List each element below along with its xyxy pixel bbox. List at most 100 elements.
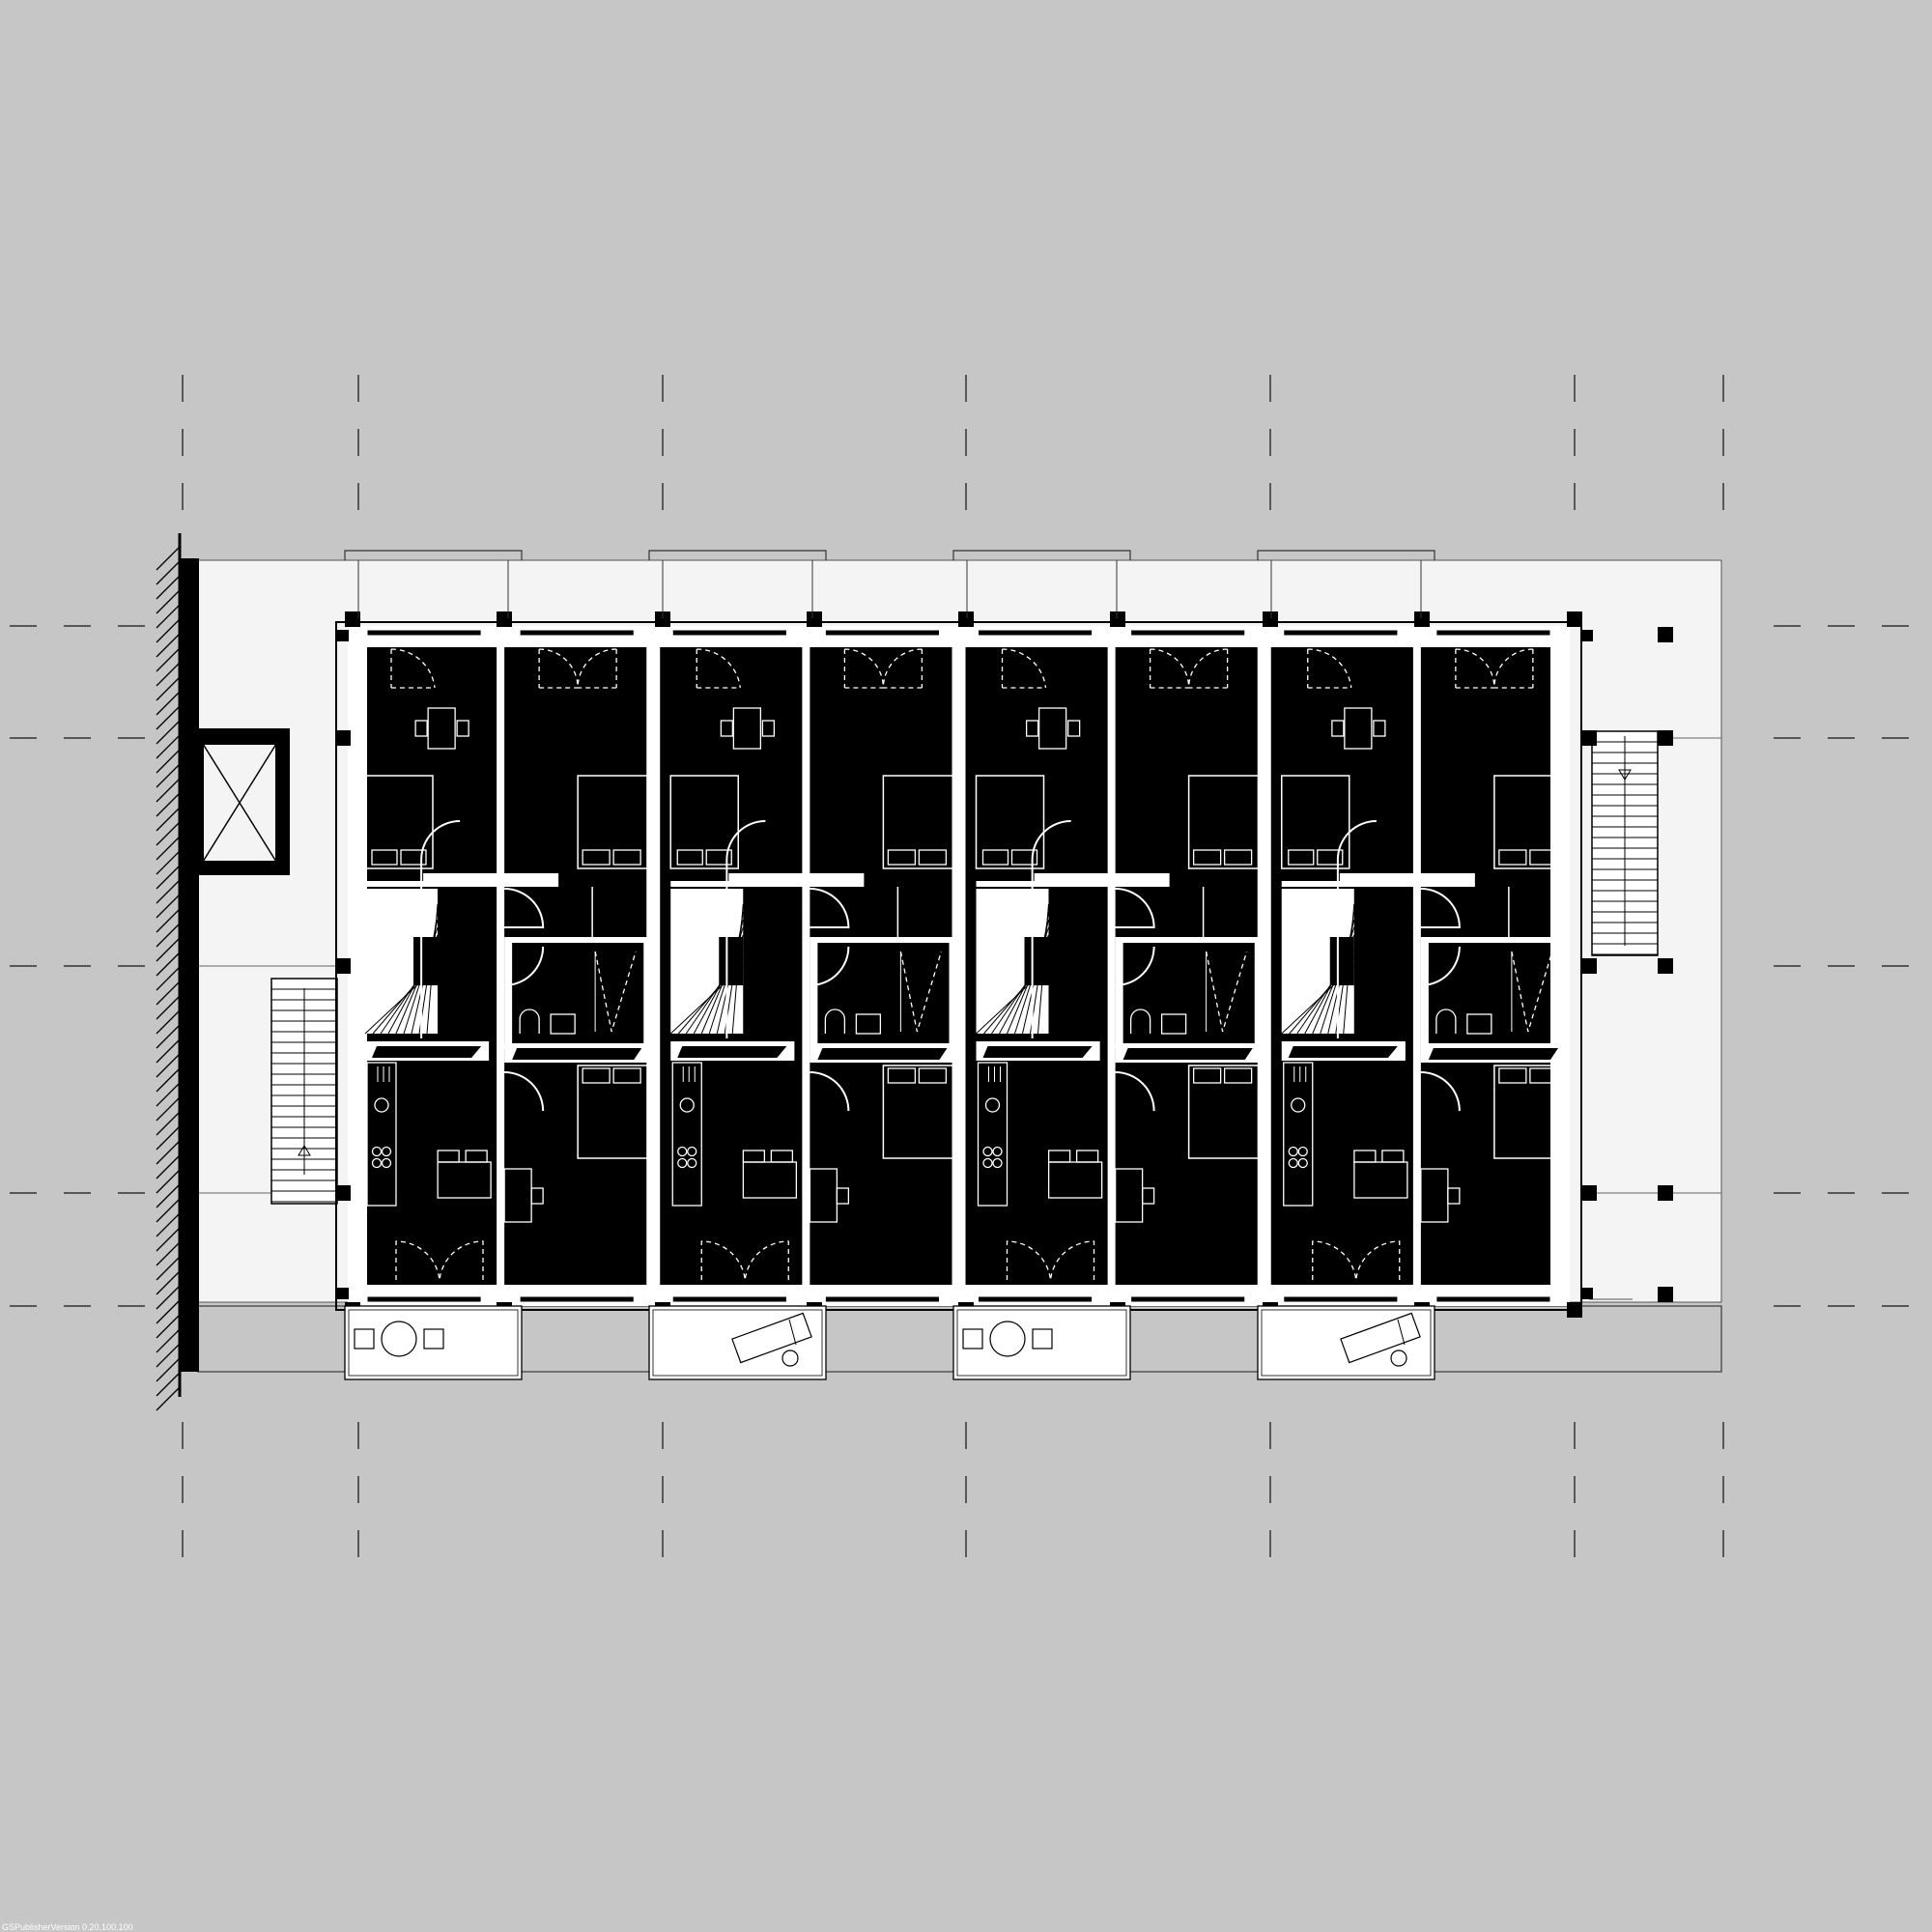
unit-a-hob-burner xyxy=(1297,1146,1308,1157)
unit-b-wardrobe-door xyxy=(1455,648,1534,689)
party-wall xyxy=(180,558,199,1372)
column-west xyxy=(335,730,351,746)
party-wall-hatch xyxy=(156,1067,181,1093)
unit-b-corridor-wall xyxy=(1034,873,1170,887)
party-wall-hatch xyxy=(156,937,181,962)
window-north xyxy=(978,629,1094,637)
unit-a-pillow xyxy=(371,849,398,866)
unit-a-dining-table xyxy=(437,1161,492,1199)
unit-b-corridor-wall xyxy=(728,873,865,887)
unit-a-table xyxy=(1344,707,1373,750)
unit-b-washbasin xyxy=(1160,1013,1187,1035)
unit-b-washbasin xyxy=(1466,1013,1492,1035)
unit-a-pillow xyxy=(705,849,732,866)
unit-a-chair xyxy=(1066,720,1081,737)
unit-b-pillow xyxy=(1498,1067,1527,1084)
unit-partition-wall xyxy=(646,626,661,1306)
unit-b-wall xyxy=(1115,937,1259,943)
unit-a-stair-core xyxy=(413,937,438,985)
unit-b-door-arc xyxy=(1115,888,1155,928)
party-wall-hatch xyxy=(156,1299,181,1324)
unit-b-bath-wall xyxy=(1420,943,1429,1049)
column-north xyxy=(1110,611,1125,627)
unit-a-hob-burner xyxy=(677,1146,688,1157)
column-north xyxy=(958,611,974,627)
unit-a-hob-burner xyxy=(982,1157,993,1169)
column-south xyxy=(1567,1302,1582,1318)
column-outer xyxy=(1658,1287,1673,1302)
unit-b-door-arc xyxy=(1115,946,1155,986)
window-north xyxy=(519,629,635,637)
unit-b-pillow xyxy=(1498,849,1527,866)
party-wall-hatch xyxy=(156,1169,181,1194)
party-wall-hatch xyxy=(156,908,181,933)
unit-a-wardrobe-door xyxy=(696,648,741,689)
column-east xyxy=(1581,958,1597,974)
unit-b-wall xyxy=(504,937,648,943)
unit-a-hob-burner xyxy=(1297,1157,1308,1169)
unit-b-wardrobe-door xyxy=(1149,648,1229,689)
party-wall-hatch xyxy=(156,778,181,803)
unit-a-sink xyxy=(679,1097,695,1113)
unit-b-bath-wall xyxy=(949,943,955,1049)
unit-b-door-arc xyxy=(1420,1071,1461,1112)
balcony-slab xyxy=(952,1305,1131,1380)
unit-b-bath-wall xyxy=(1560,943,1566,1049)
unit-b-bath-wall xyxy=(643,943,650,1049)
column-west xyxy=(335,1185,351,1201)
unit-partition-wall xyxy=(497,626,505,1306)
unit-a-hob-burner xyxy=(1288,1146,1298,1157)
balcony-rail xyxy=(652,1309,823,1377)
party-wall-hatch xyxy=(156,604,181,629)
unit-b-shower-door xyxy=(1511,951,1553,1033)
canopy-outline xyxy=(344,550,523,560)
balcony-round-table xyxy=(381,1321,417,1357)
party-wall-hatch xyxy=(156,1009,181,1035)
unit-a-table xyxy=(427,707,456,750)
party-wall-hatch xyxy=(156,1053,181,1078)
party-wall-hatch xyxy=(156,1125,181,1151)
balcony-round-table xyxy=(989,1321,1026,1357)
balconies xyxy=(344,1305,1435,1380)
unit-b-pillow xyxy=(1192,1067,1222,1084)
canopy-outline xyxy=(1257,550,1435,560)
unit-b-door-arc xyxy=(810,888,850,928)
unit-a-hob-burner xyxy=(371,1146,383,1157)
unit-b-bath-wall xyxy=(810,943,818,1049)
party-wall-hatch xyxy=(156,589,181,614)
unit-a-chair xyxy=(1373,720,1386,737)
column-corner xyxy=(1581,630,1593,641)
unit-a-wall xyxy=(976,881,1050,887)
column-outer xyxy=(1658,1185,1673,1201)
unit-a-shelf xyxy=(677,1046,787,1058)
unit-a-pillow xyxy=(1288,849,1315,866)
party-wall-hatch xyxy=(156,1227,181,1252)
party-wall-hatch xyxy=(156,1038,181,1064)
column-north xyxy=(807,611,822,627)
unit-b-pillow xyxy=(918,1067,948,1084)
unit-partition-wall xyxy=(1257,626,1271,1306)
unit-a-dining-chair xyxy=(1047,1150,1071,1163)
unit-a-hob-burner xyxy=(687,1146,697,1157)
unit-a-chair xyxy=(414,720,428,737)
window-south xyxy=(978,1295,1094,1303)
circulation-core xyxy=(197,728,1659,1205)
party-wall-hatch xyxy=(156,676,181,701)
unit-partition-wall xyxy=(1107,626,1116,1306)
unit-a-wardrobe-door xyxy=(390,648,436,689)
party-wall-hatch xyxy=(156,633,181,658)
unit-b-bed xyxy=(1493,775,1565,869)
unit-b-shower-door xyxy=(1205,951,1248,1033)
unit-b-wardrobe-door xyxy=(843,648,923,689)
unit-b-bed-lower xyxy=(1187,1065,1260,1159)
balcony-side-table xyxy=(1390,1350,1407,1367)
window-south xyxy=(1435,1295,1551,1303)
party-wall-hatch xyxy=(156,691,181,716)
party-wall-hatch xyxy=(156,995,181,1020)
balcony-slab xyxy=(1257,1305,1435,1380)
unit-b-washbasin xyxy=(855,1013,882,1035)
unit-a-hob-burner xyxy=(992,1146,1003,1157)
unit-b-pillow xyxy=(887,849,917,866)
column-outer xyxy=(1658,730,1673,746)
unit-b-chair xyxy=(836,1187,850,1205)
